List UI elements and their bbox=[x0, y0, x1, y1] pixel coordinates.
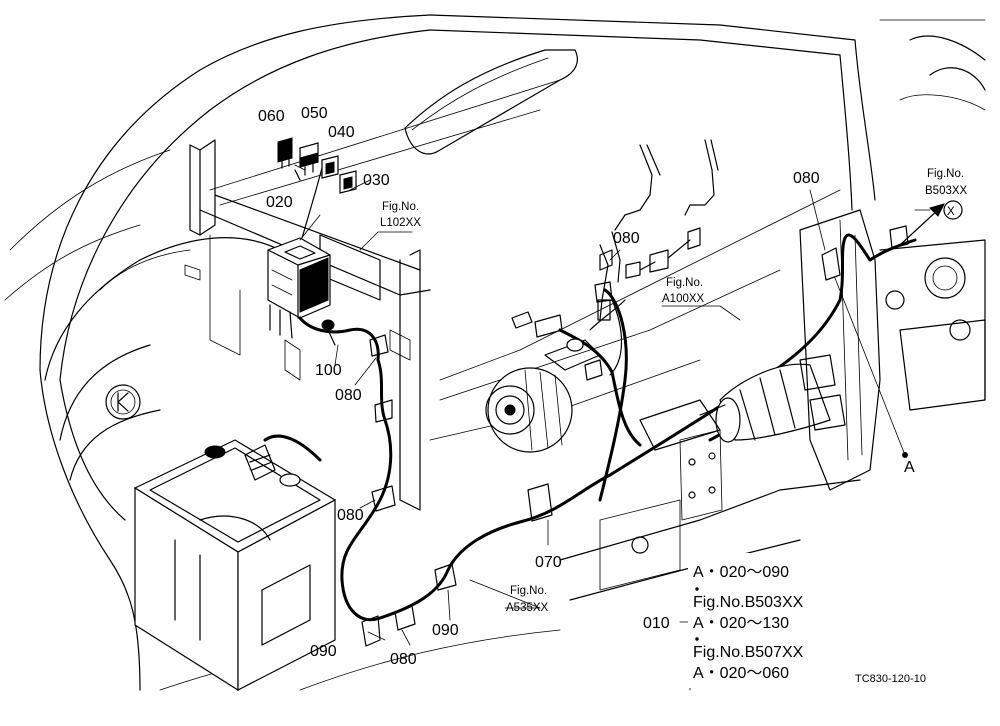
label-040: 040 bbox=[328, 124, 355, 141]
x-ref-arrow bbox=[899, 200, 963, 246]
label-010: 010 bbox=[643, 615, 670, 632]
battery bbox=[133, 434, 337, 692]
label-070: 070 bbox=[535, 554, 562, 571]
fuse-box bbox=[267, 237, 380, 362]
label-080-mid: 080 bbox=[337, 507, 364, 524]
fig-references: Fig.No. L102XX Fig.No. A100XX Fig.No. A5… bbox=[380, 168, 968, 614]
alternator bbox=[485, 338, 601, 453]
part-labels: 060 050 040 030 020 100 080 080 090 080 … bbox=[258, 105, 955, 668]
fig-ref-a100-line1: Fig.No. bbox=[666, 277, 703, 289]
legend-line-5: A・020～060 bbox=[693, 665, 789, 682]
fig-ref-b503-line1: Fig.No. bbox=[927, 168, 964, 180]
tractor-body-outline bbox=[4, 14, 986, 691]
label-080-left: 080 bbox=[335, 387, 362, 404]
x-marker-circle bbox=[943, 200, 963, 220]
label-100: 100 bbox=[315, 362, 342, 379]
fig-ref-a535-line1: Fig.No. bbox=[510, 585, 547, 597]
assembly-legend: A・020～090 Fig.No.B503XX A・020～130 Fig.No… bbox=[688, 553, 818, 688]
fig-ref-b503-line2: B503XX bbox=[925, 185, 968, 197]
starter-motor bbox=[639, 363, 831, 451]
label-090-left: 090 bbox=[310, 643, 337, 660]
label-030: 030 bbox=[363, 172, 390, 189]
fuse-bracket bbox=[184, 139, 431, 511]
label-050: 050 bbox=[301, 105, 328, 122]
harness-clamps bbox=[361, 225, 909, 647]
sensor-wires bbox=[511, 139, 719, 381]
legend-line-3: A・020～130 bbox=[693, 615, 789, 632]
fig-ref-l102-line2: L102XX bbox=[380, 217, 421, 229]
fig-ref-l102-line1: Fig.No. bbox=[382, 201, 419, 213]
label-060: 060 bbox=[258, 108, 285, 125]
label-020: 020 bbox=[266, 194, 293, 211]
fuse-set bbox=[277, 137, 357, 246]
label-080-top: 080 bbox=[613, 230, 640, 247]
label-point-a: A bbox=[904, 459, 915, 476]
fig-ref-a535-line2: A535XX bbox=[506, 602, 549, 614]
engine-block bbox=[599, 209, 986, 591]
label-x-marker: X bbox=[947, 206, 955, 218]
leader-lines bbox=[294, 164, 931, 691]
fig-ref-a100-line2: A100XX bbox=[662, 293, 705, 305]
bolt-100 bbox=[321, 319, 336, 346]
label-080-right: 080 bbox=[793, 170, 820, 187]
label-090-right: 090 bbox=[432, 622, 459, 639]
legend-line-2: Fig.No.B503XX bbox=[693, 594, 804, 611]
label-080-bottom: 080 bbox=[390, 651, 417, 668]
legend-line-1: A・020～090 bbox=[693, 564, 789, 581]
drawing-code: TC830-120-10 bbox=[855, 673, 926, 685]
legend-line-4: Fig.No.B507XX bbox=[693, 644, 804, 661]
